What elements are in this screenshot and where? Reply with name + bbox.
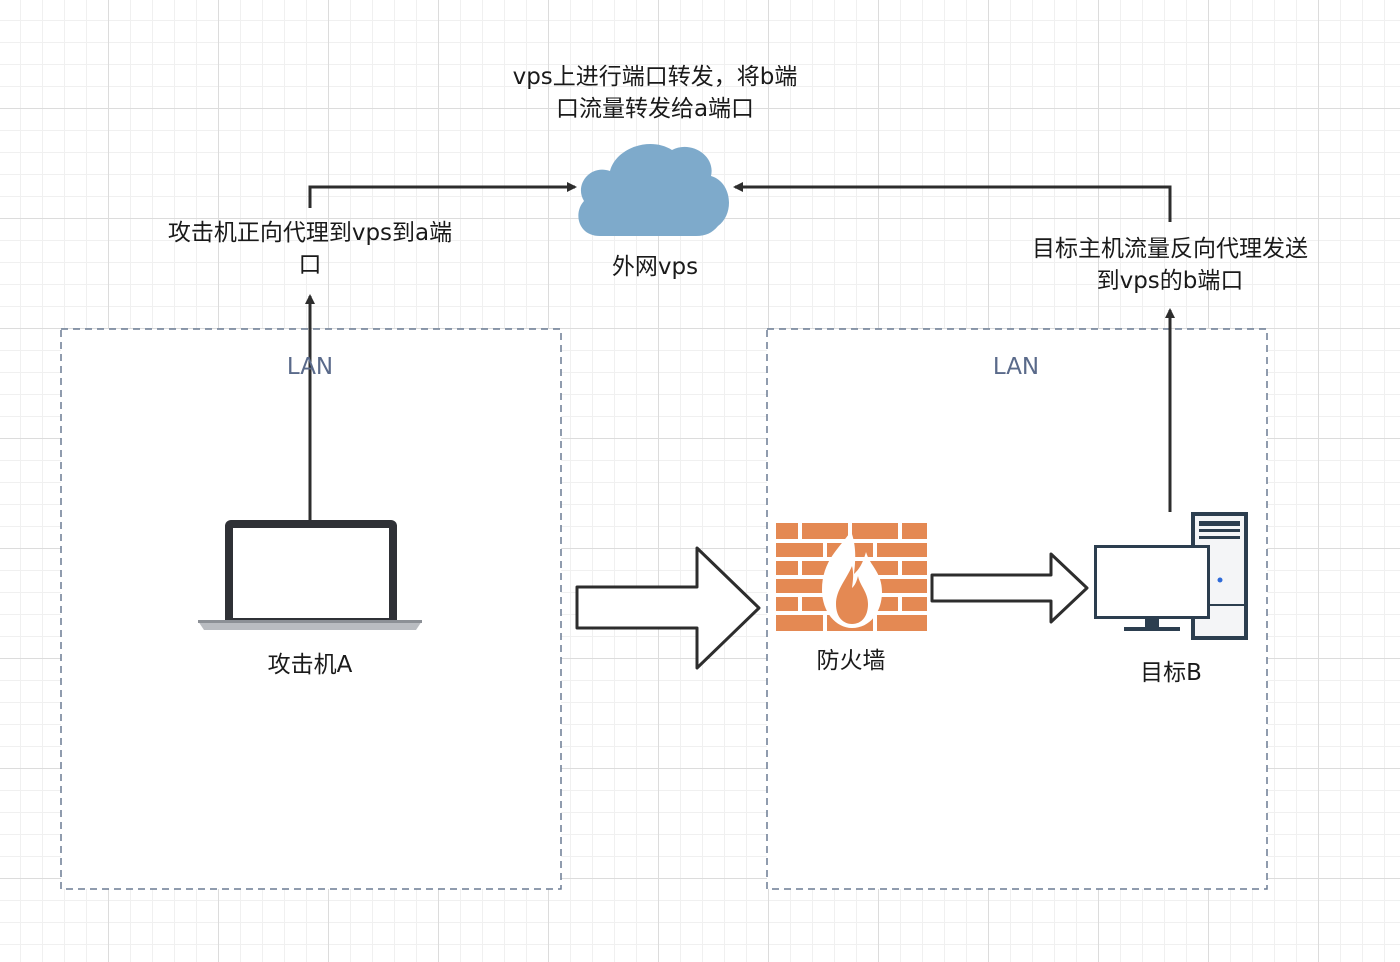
target-proxy-line-2: 到vps的b端口 xyxy=(1096,268,1244,294)
laptop-icon xyxy=(198,520,422,630)
lan-label-right: LAN xyxy=(992,354,1040,380)
target-proxy-line-1: 目标主机流量反向代理发送 xyxy=(1032,236,1308,262)
cloud-icon xyxy=(578,144,729,236)
vps-action-line-2: 口流量转发给a端口 xyxy=(555,96,755,122)
firewall-icon xyxy=(776,523,927,631)
vps-name-label: 外网vps xyxy=(611,254,699,280)
block-arrow-to-firewall xyxy=(575,546,761,670)
attacker-proxy-line-2: 口 xyxy=(298,252,322,278)
vps-action-line-1: vps上进行端口转发，将b端 xyxy=(512,64,798,90)
target-label: 目标B xyxy=(1140,660,1202,686)
target-proxy-label: 目标主机流量反向代理发送 到vps的b端口 xyxy=(990,233,1350,297)
block-arrow-to-target xyxy=(930,552,1089,624)
connector-attacker-to-cloud xyxy=(308,182,577,208)
vps-action-label: vps上进行端口转发，将b端 口流量转发给a端口 xyxy=(455,61,855,125)
attacker-proxy-label: 攻击机正向代理到vps到a端 口 xyxy=(130,217,490,281)
connector-target-to-cloud xyxy=(733,182,1172,222)
attacker-label: 攻击机A xyxy=(267,652,353,678)
desktop-server-icon xyxy=(1094,512,1248,640)
firewall-label: 防火墙 xyxy=(816,648,886,674)
attacker-proxy-line-1: 攻击机正向代理到vps到a端 xyxy=(167,220,453,246)
lan-label-left: LAN xyxy=(286,354,334,380)
